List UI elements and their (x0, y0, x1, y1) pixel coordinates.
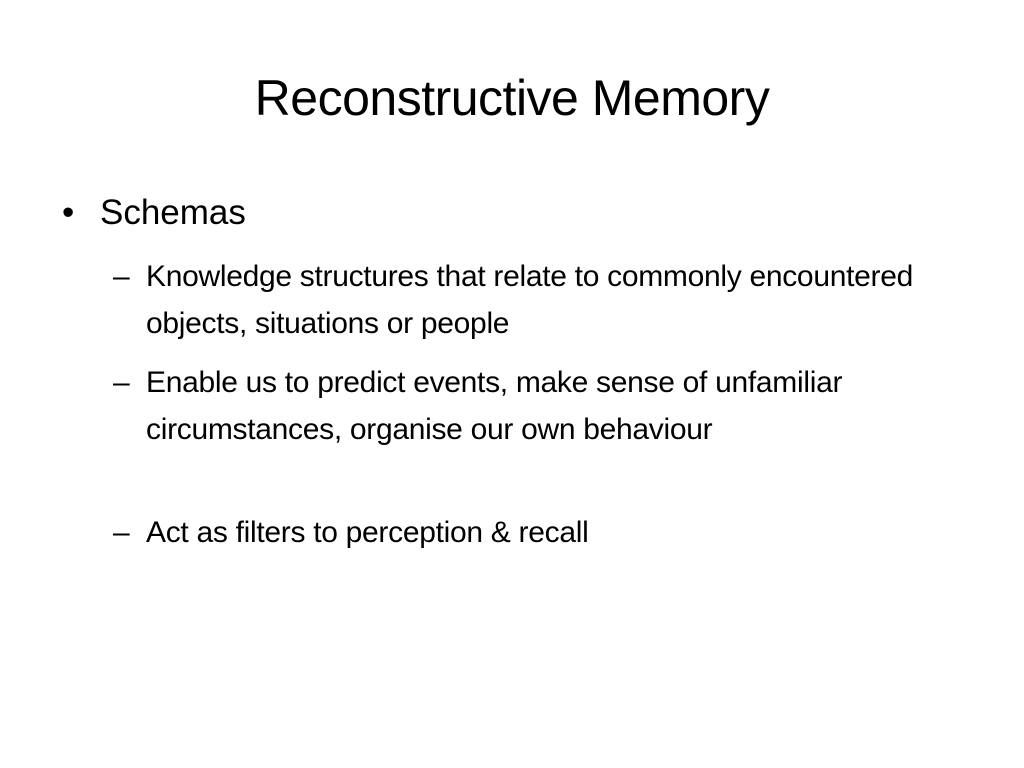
sub-bullet-enable-us: – Enable us to predict events, make sens… (113, 359, 913, 453)
sub-bullet-act-as-filters: – Act as filters to perception & recall (113, 509, 913, 556)
bullet-text: Schemas (100, 193, 246, 232)
slide-title: Reconstructive Memory (254, 70, 770, 126)
dash-icon: – (113, 366, 130, 399)
sub-bullet-knowledge-structures: – Knowledge structures that relate to co… (113, 253, 913, 347)
sub-bullet-text: Enable us to predict events, make sense … (146, 366, 843, 446)
bullet-dot-icon: • (62, 193, 75, 232)
sub-bullet-text: Knowledge structures that relate to comm… (146, 260, 913, 340)
dash-icon: – (113, 260, 130, 293)
sub-bullet-text: Act as filters to perception & recall (146, 516, 589, 549)
dash-icon: – (113, 516, 130, 549)
